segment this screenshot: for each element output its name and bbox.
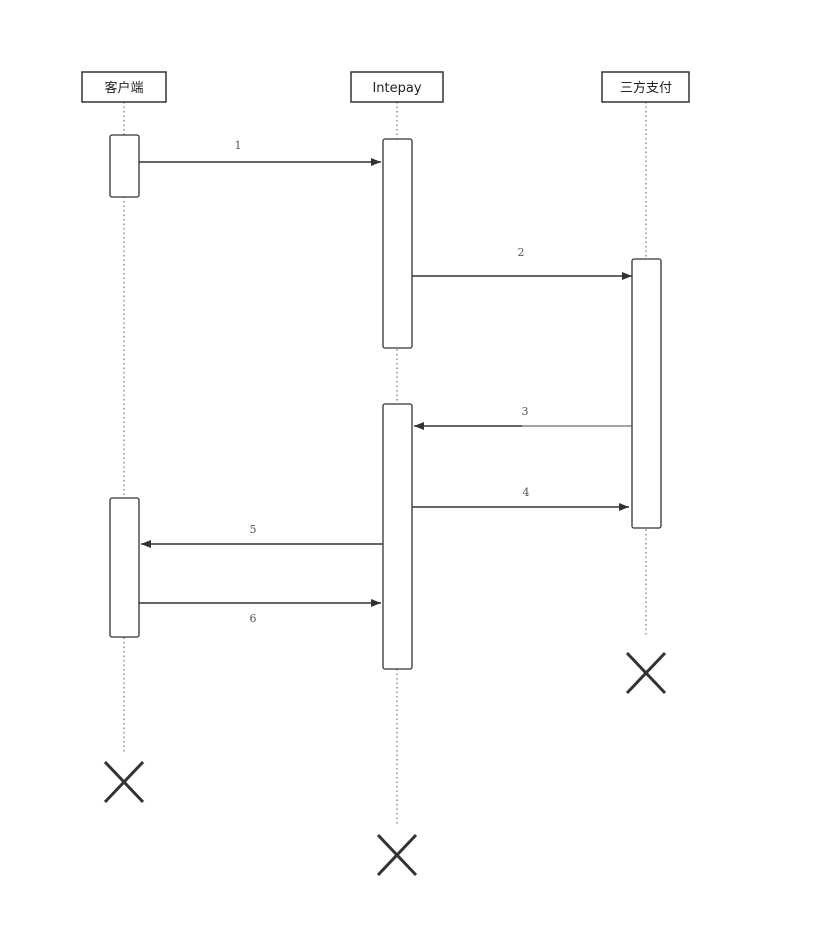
activation-client-2[interactable] [109, 497, 140, 638]
participant-client[interactable]: 客户端 [81, 71, 167, 103]
activation-intepay-1[interactable] [382, 138, 413, 349]
message-1[interactable]: 1 [139, 139, 381, 166]
activation-thirdparty-1[interactable] [631, 258, 662, 529]
message-6-label: 6 [250, 612, 257, 625]
participant-label-thirdparty: 三方支付 [620, 80, 672, 96]
message-4-label: 4 [523, 486, 530, 499]
message-1-label: 1 [235, 139, 242, 152]
participant-thirdparty[interactable]: 三方支付 [601, 71, 690, 103]
destroy-icon-thirdparty [625, 651, 667, 695]
participant-label-intepay: Intepay [372, 81, 421, 96]
message-6[interactable]: 6 [139, 599, 381, 625]
participant-label-client: 客户端 [104, 80, 143, 96]
message-2-label: 2 [518, 246, 525, 259]
participant-intepay[interactable]: Intepay [350, 71, 444, 103]
message-3[interactable]: 3 [414, 405, 632, 430]
message-4[interactable]: 4 [412, 486, 629, 511]
message-3-label: 3 [522, 405, 529, 418]
activation-intepay-2[interactable] [382, 403, 413, 670]
destroy-icon-client [103, 760, 145, 804]
activation-client-1[interactable] [109, 134, 140, 198]
destroy-icon-intepay [376, 833, 418, 877]
message-5[interactable]: 5 [141, 523, 383, 548]
message-2[interactable]: 2 [412, 246, 632, 280]
message-5-label: 5 [250, 523, 257, 536]
